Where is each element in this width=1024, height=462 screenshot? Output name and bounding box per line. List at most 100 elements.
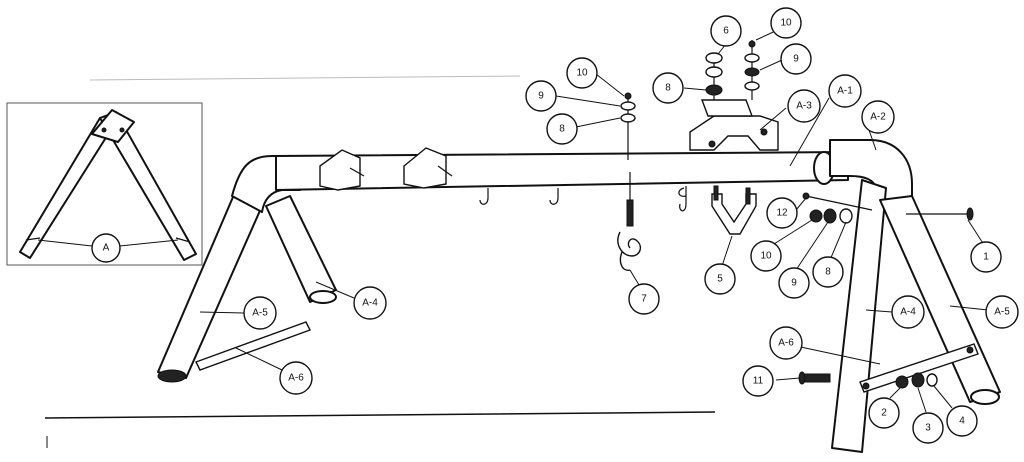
callout-label: A-5 — [994, 307, 1010, 318]
swing-hooks — [479, 186, 687, 212]
callout-1: 1 — [970, 241, 1002, 273]
callout-label: A-4 — [362, 298, 378, 309]
inset-foot-mark — [25, 237, 41, 241]
callout-6: 6 — [710, 15, 742, 47]
inset-bolt — [101, 127, 107, 133]
inset-bolt — [119, 127, 125, 133]
callout-label: 10 — [780, 18, 792, 29]
callout-a5-left: A-5 — [243, 296, 277, 330]
washer — [620, 113, 636, 123]
bolt-head — [802, 192, 810, 200]
callout-label: 12 — [776, 208, 788, 219]
callout-inset-a: A — [91, 233, 121, 263]
callout-label: 9 — [538, 91, 544, 102]
callout-12: 12 — [766, 197, 798, 229]
callout-label: 10 — [576, 68, 588, 79]
callout-label: A-5 — [252, 308, 268, 319]
callout-8-mid: 8 — [546, 113, 578, 145]
bracket-top-plate — [700, 99, 754, 117]
callout-10-right: 10 — [750, 240, 782, 272]
lower-brace-hardware — [798, 371, 938, 389]
callout-label: A-2 — [870, 112, 886, 123]
nut — [705, 84, 723, 96]
callout-a6-left: A-6 — [279, 361, 313, 395]
callout-label: 7 — [641, 294, 647, 305]
right-leg-a4 — [831, 179, 887, 453]
callout-label: 9 — [791, 278, 797, 289]
swing-hanger-bracket — [403, 147, 447, 189]
part-5-bracket — [711, 185, 757, 235]
callout-a3: A-3 — [787, 89, 821, 123]
bracket-detail — [349, 167, 365, 177]
callout-label: 11 — [753, 376, 764, 387]
callout-9-top: 9 — [780, 43, 812, 75]
hanger-brackets — [319, 147, 453, 191]
v-bracket — [711, 193, 757, 235]
hook-spring — [626, 199, 634, 227]
brace-hole — [966, 346, 974, 354]
washer-2 — [895, 375, 909, 389]
hook — [679, 186, 687, 212]
bracket-bolt-hole — [708, 140, 716, 148]
callout-a4-right: A-4 — [891, 295, 925, 329]
lock-washer-9 — [823, 208, 837, 224]
hook — [549, 188, 559, 205]
callout-a4-left: A-4 — [353, 286, 387, 320]
scan-line-top — [89, 75, 521, 81]
callout-label: 9 — [793, 54, 799, 65]
callout-9-mid: 9 — [525, 80, 557, 112]
callout-label: 1 — [983, 252, 989, 263]
callout-label: 6 — [723, 26, 729, 37]
callout-7: 7 — [628, 283, 660, 315]
part-7-chain-hook — [617, 172, 642, 271]
lock-washer — [705, 66, 723, 78]
callout-8-right: 8 — [812, 256, 844, 288]
callout-label: A-6 — [778, 338, 794, 349]
callout-label: 8 — [559, 124, 565, 135]
washer — [744, 67, 760, 77]
hook — [678, 187, 687, 197]
callout-2: 2 — [868, 397, 900, 429]
bracket-spring — [745, 187, 751, 205]
corner-hardware — [802, 192, 873, 224]
callout-label: 4 — [959, 416, 965, 427]
callout-a2: A-2 — [861, 100, 895, 134]
callout-label: A-1 — [837, 86, 853, 97]
callout-a5-right: A-5 — [985, 295, 1019, 329]
hook-link — [619, 251, 631, 271]
corner-joint-line — [231, 195, 263, 213]
lock-washer — [620, 101, 636, 111]
inset-foot-mark — [175, 237, 191, 243]
callout-9-right: 9 — [778, 267, 810, 299]
hook — [479, 188, 489, 205]
callout-label: A-4 — [900, 307, 916, 318]
hardware-stack-bracket — [705, 40, 760, 100]
leg-foot-end — [157, 369, 187, 383]
callout-8-top: 8 — [652, 72, 684, 104]
top-beam-a1 — [275, 151, 849, 191]
part-1-bolt — [906, 207, 974, 221]
bracket-spring — [713, 185, 719, 201]
washer-8 — [839, 208, 853, 224]
lock-washer-3 — [911, 372, 925, 388]
left-brace-a6 — [195, 321, 311, 371]
leg-foot-end — [309, 290, 337, 304]
bracket-detail — [437, 165, 453, 177]
callout-label: A-3 — [796, 101, 812, 112]
callout-10-top: 10 — [770, 7, 802, 39]
callout-label: 5 — [717, 274, 723, 285]
callout-label: A — [103, 243, 110, 254]
inset-a-frame-detail — [6, 102, 203, 266]
hardware-stack-center — [620, 92, 636, 160]
bracket-bolt-hole — [760, 128, 768, 136]
callout-3: 3 — [912, 412, 944, 444]
callout-label: 8 — [825, 267, 831, 278]
callout-a6-right: A-6 — [769, 326, 803, 360]
callout-label: A-6 — [288, 373, 304, 384]
washer — [705, 52, 723, 64]
swing-hanger-bracket — [319, 149, 361, 191]
right-brace-a6 — [859, 343, 979, 393]
leg-foot-end — [970, 389, 1000, 405]
callout-label: 10 — [760, 251, 772, 262]
